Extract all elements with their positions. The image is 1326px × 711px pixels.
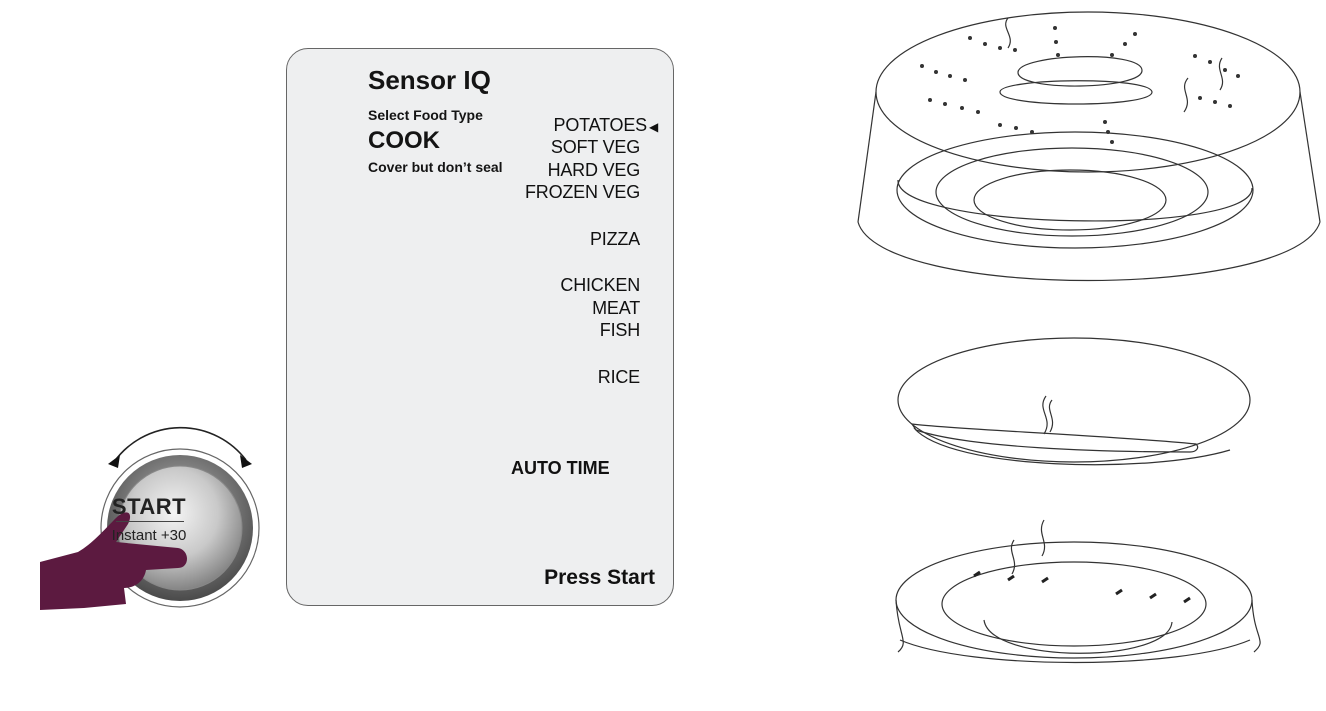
food-option-fish[interactable]: FISH [599, 320, 640, 340]
rotate-arrow-right-icon [240, 455, 252, 468]
food-label: POTATOES [553, 115, 648, 135]
selected-arrow-icon: ◀ [648, 120, 658, 134]
rotate-arrow-arc [113, 426, 247, 463]
rotate-arrow-left-icon [108, 455, 120, 468]
pressing-hand-icon [40, 512, 187, 610]
start-divider [116, 521, 184, 522]
food-option-frozen-veg[interactable]: FROZEN VEG [524, 182, 640, 202]
sensor-iq-display: Sensor IQ Select Food Type COOK Cover bu… [286, 48, 674, 606]
food-option-potatoes[interactable]: POTATOES◀ [553, 115, 659, 136]
knob-outer-ring [100, 448, 260, 608]
vented-plate-illustration [895, 519, 1261, 664]
display-title: Sensor IQ [368, 65, 491, 95]
food-option-hard-veg[interactable]: HARD VEG [547, 160, 641, 180]
auto-time-label: AUTO TIME [511, 458, 610, 478]
start-button-label[interactable]: START [111, 494, 187, 519]
food-option-meat[interactable]: MEAT [592, 298, 640, 318]
food-option-chicken[interactable]: CHICKEN [560, 275, 640, 295]
cover-instruction: Cover but don’t seal [368, 159, 503, 175]
food-option-pizza[interactable]: PIZZA [589, 229, 640, 249]
food-option-rice[interactable]: RICE [597, 367, 640, 387]
cover-illustrations [850, 0, 1326, 706]
vented-cover-illustration [857, 11, 1321, 282]
loose-cover-illustration [897, 337, 1251, 466]
start-dial-area: START Instant +30 [30, 420, 270, 630]
start-dial-graphic [40, 426, 260, 610]
press-start-label: Press Start [544, 566, 655, 589]
food-option-soft-veg[interactable]: SOFT VEG [550, 137, 640, 157]
select-food-prompt: Select Food Type [368, 107, 483, 123]
cook-mode-label: COOK [368, 127, 440, 154]
instant-plus-30-label: Instant +30 [111, 527, 187, 544]
